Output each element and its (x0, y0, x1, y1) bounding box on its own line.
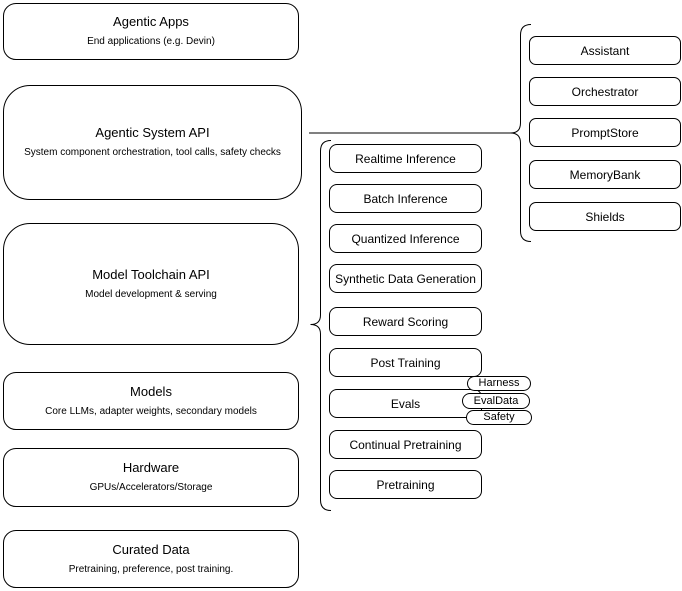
toolchain-item-post-training: Post Training (329, 348, 482, 377)
curated-data-title: Curated Data (112, 541, 190, 557)
toolchain-item-label: Pretraining (376, 477, 435, 492)
toolchain-item-evals: Evals (329, 389, 482, 418)
toolchain-item-batch-inference: Batch Inference (329, 184, 482, 213)
models-title: Models (130, 383, 172, 399)
system-component-orchestrator: Orchestrator (529, 77, 681, 106)
hardware-box: Hardware GPUs/Accelerators/Storage (3, 448, 299, 507)
system-component-shields: Shields (529, 202, 681, 231)
toolchain-item-pretraining: Pretraining (329, 470, 482, 499)
system-component-label: Orchestrator (571, 84, 639, 99)
system-components-brace (510, 24, 532, 242)
system-component-label: Assistant (580, 43, 630, 58)
evals-tag-label: Safety (483, 411, 515, 423)
toolchain-item-synthetic-data-generation: Synthetic Data Generation (329, 264, 482, 293)
system-component-promptstore: PromptStore (529, 118, 681, 147)
system-component-label: MemoryBank (569, 167, 641, 182)
evals-tag-label: Harness (478, 377, 520, 389)
model-toolchain-api-title: Model Toolchain API (92, 266, 210, 282)
agentic-apps-box: Agentic Apps End applications (e.g. Devi… (3, 3, 299, 60)
models-box: Models Core LLMs, adapter weights, secon… (3, 372, 299, 430)
agentic-apps-title: Agentic Apps (113, 14, 189, 30)
toolchain-item-label: Synthetic Data Generation (335, 271, 476, 286)
toolchain-item-label: Continual Pretraining (349, 437, 462, 452)
curated-data-subtitle: Pretraining, preference, post training. (68, 563, 234, 575)
models-subtitle: Core LLMs, adapter weights, secondary mo… (45, 405, 257, 417)
curated-data-box: Curated Data Pretraining, preference, po… (3, 530, 299, 588)
toolchain-item-continual-pretraining: Continual Pretraining (329, 430, 482, 459)
evals-tag-harness: Harness (467, 376, 531, 391)
toolchain-item-realtime-inference: Realtime Inference (329, 144, 482, 173)
toolchain-item-reward-scoring: Reward Scoring (329, 307, 482, 336)
toolchain-item-label: Quantized Inference (351, 231, 460, 246)
model-toolchain-api-box: Model Toolchain API Model development & … (3, 223, 299, 345)
agentic-system-api-subtitle: System component orchestration, tool cal… (24, 147, 281, 159)
agentic-apps-subtitle: End applications (e.g. Devin) (87, 36, 215, 48)
agentic-system-api-box: Agentic System API System component orch… (3, 85, 302, 200)
system-component-assistant: Assistant (529, 36, 681, 65)
toolchain-item-label: Reward Scoring (362, 314, 449, 329)
agentic-system-api-title: Agentic System API (95, 125, 210, 141)
hardware-subtitle: GPUs/Accelerators/Storage (89, 482, 213, 494)
system-component-label: PromptStore (571, 125, 639, 140)
toolchain-item-label: Evals (390, 396, 421, 411)
toolchain-item-label: Post Training (370, 355, 441, 370)
toolchain-group-brace (310, 140, 332, 511)
system-component-memorybank: MemoryBank (529, 160, 681, 189)
toolchain-item-label: Realtime Inference (355, 151, 456, 166)
hardware-title: Hardware (122, 460, 180, 476)
evals-tag-evaldata: EvalData (462, 393, 530, 409)
evals-tag-safety: Safety (466, 410, 532, 425)
model-toolchain-api-subtitle: Model development & serving (85, 288, 217, 300)
evals-tag-label: EvalData (473, 394, 519, 407)
system-component-label: Shields (585, 209, 625, 224)
toolchain-item-quantized-inference: Quantized Inference (329, 224, 482, 253)
toolchain-item-label: Batch Inference (363, 191, 448, 206)
